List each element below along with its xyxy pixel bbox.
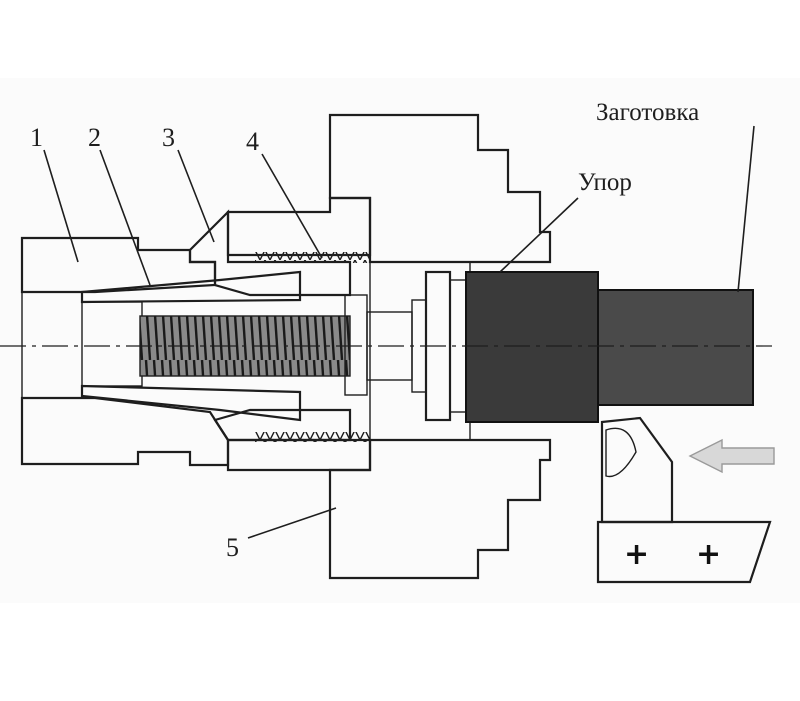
leader-3 <box>177 149 215 243</box>
leader-1 <box>43 149 79 263</box>
nut-thread-lower <box>255 432 370 442</box>
label-part-2: 2 <box>88 123 101 152</box>
adapter-sleeve-lower <box>213 408 352 442</box>
chuck-body-upper <box>328 113 552 264</box>
chuck-body <box>328 113 552 580</box>
leader-2 <box>99 149 151 286</box>
collet-upper <box>80 270 302 304</box>
label-workpiece: Заготовка <box>596 99 699 126</box>
nut-thread-upper <box>255 252 370 263</box>
leader-4 <box>261 153 323 259</box>
spindle-sleeve-lower <box>20 396 230 467</box>
leader-5 <box>247 507 337 539</box>
cutting-tool: + + <box>596 416 772 584</box>
tool-mark-2: + <box>696 537 721 572</box>
leader-stop <box>499 197 579 273</box>
label-part-5: 5 <box>226 533 239 562</box>
workpiece <box>597 289 754 406</box>
leader-workpiece <box>737 125 755 293</box>
label-part-4: 4 <box>246 127 259 156</box>
collet-lower <box>80 384 302 422</box>
tool-holder <box>596 520 772 584</box>
label-part-1: 1 <box>30 123 43 152</box>
feed-arrow <box>688 438 775 474</box>
label-part-3: 3 <box>162 123 175 152</box>
tool-mark-1: + <box>624 537 649 572</box>
label-stop: Упор <box>578 169 632 196</box>
stop-block <box>465 271 599 423</box>
